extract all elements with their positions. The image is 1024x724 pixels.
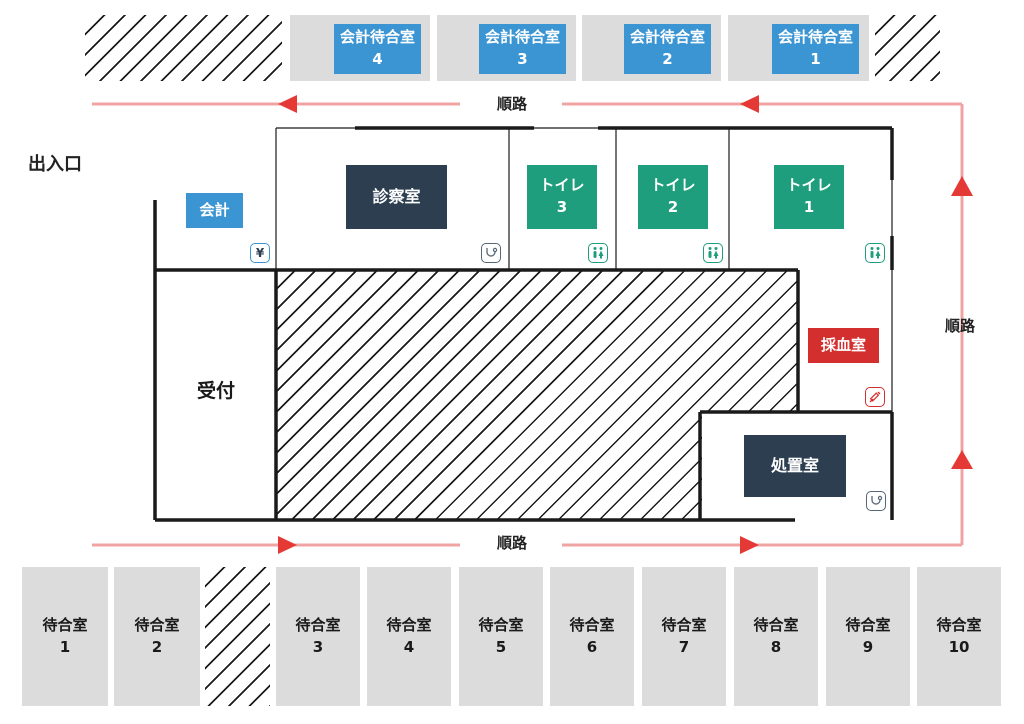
cashier-sign[interactable]: 会計	[186, 193, 243, 228]
waiting-room-10-name: 待合室	[936, 615, 982, 634]
cashier-waiting-room-3[interactable]: 会計待合室 3	[437, 15, 576, 81]
waiting-room-6[interactable]: 待合室 6	[550, 567, 634, 706]
waiting-room-3-number: 3	[312, 637, 324, 656]
toilet-2-name: トイレ	[650, 176, 696, 195]
waiting-room-10[interactable]: 待合室 10	[917, 567, 1001, 706]
waiting-room-8-name: 待合室	[753, 615, 799, 634]
cashier-waiting-room-4-number: 4	[372, 50, 383, 68]
toilet-1-number: 1	[803, 198, 815, 216]
arrow-left-icon	[278, 95, 297, 113]
waiting-room-10-number: 10	[948, 637, 970, 656]
waiting-room-1-name: 待合室	[42, 615, 88, 634]
stethoscope-icon	[481, 243, 501, 263]
yen-icon: ¥	[250, 243, 270, 263]
waiting-room-7[interactable]: 待合室 7	[642, 567, 726, 706]
toilet-1-sign[interactable]: トイレ 1	[774, 165, 844, 229]
waiting-room-9-number: 9	[862, 637, 874, 656]
arrow-left-icon	[740, 95, 759, 113]
waiting-room-2[interactable]: 待合室 2	[114, 567, 200, 706]
restroom-icon	[865, 243, 885, 263]
exam-room-sign[interactable]: 診察室	[346, 165, 447, 229]
waiting-room-5[interactable]: 待合室 5	[459, 567, 543, 706]
toilet-2-number: 2	[667, 198, 679, 216]
walls-thin	[275, 127, 893, 412]
waiting-room-4-name: 待合室	[386, 615, 432, 634]
arrow-up-icon	[951, 450, 973, 469]
route-label-right: 順路	[944, 317, 975, 336]
waiting-room-3-name: 待合室	[295, 615, 341, 634]
arrow-right-icon	[740, 536, 759, 554]
cashier-waiting-room-4-name: 会計待合室	[339, 28, 415, 47]
waiting-room-2-number: 2	[151, 637, 163, 656]
toilet-3-name: トイレ	[539, 176, 585, 195]
hatched-area-bottom	[205, 567, 270, 706]
route-label-bottom: 順路	[496, 534, 527, 553]
cashier-waiting-room-1[interactable]: 会計待合室 1	[728, 15, 869, 81]
waiting-room-1-number: 1	[59, 637, 71, 656]
waiting-room-8[interactable]: 待合室 8	[734, 567, 818, 706]
toilet-2-sign[interactable]: トイレ 2	[638, 165, 708, 229]
waiting-room-3[interactable]: 待合室 3	[276, 567, 360, 706]
toilet-3-number: 3	[556, 198, 568, 216]
syringe-icon	[865, 387, 885, 407]
waiting-room-4-number: 4	[403, 637, 415, 656]
restroom-icon	[703, 243, 723, 263]
waiting-room-9[interactable]: 待合室 9	[826, 567, 910, 706]
cashier-waiting-room-3-name: 会計待合室	[484, 28, 560, 47]
cashier-waiting-room-2-name: 会計待合室	[629, 28, 705, 47]
stethoscope-icon	[866, 491, 886, 511]
cashier-waiting-room-2[interactable]: 会計待合室 2	[582, 15, 721, 81]
cashier-waiting-room-1-number: 1	[810, 50, 821, 68]
waiting-room-8-number: 8	[770, 637, 782, 656]
waiting-room-6-number: 6	[586, 637, 598, 656]
cashier-waiting-room-4[interactable]: 会計待合室 4	[290, 15, 430, 81]
hatched-area-top-left	[85, 15, 282, 81]
arrow-up-icon	[951, 176, 973, 196]
toilet-1-name: トイレ	[786, 176, 832, 195]
blood-draw-room-sign[interactable]: 採血室	[808, 328, 879, 363]
waiting-room-5-name: 待合室	[478, 615, 524, 634]
waiting-room-1[interactable]: 待合室 1	[22, 567, 108, 706]
waiting-room-7-number: 7	[678, 637, 690, 656]
waiting-room-2-name: 待合室	[134, 615, 180, 634]
waiting-room-7-name: 待合室	[661, 615, 707, 634]
cashier-waiting-room-1-name: 会計待合室	[777, 28, 853, 47]
arrow-right-icon	[278, 536, 297, 554]
cashier-waiting-room-3-number: 3	[517, 50, 528, 68]
waiting-room-5-number: 5	[495, 637, 507, 656]
cashier-waiting-room-2-number: 2	[662, 50, 673, 68]
hatched-area-top-right	[875, 15, 940, 81]
waiting-room-6-name: 待合室	[569, 615, 615, 634]
waiting-room-9-name: 待合室	[845, 615, 891, 634]
entrance-label: 出入口	[28, 153, 82, 175]
treatment-room-sign[interactable]: 処置室	[744, 435, 846, 497]
route-arrows	[278, 95, 973, 554]
walls-thick	[153, 126, 894, 522]
waiting-room-4[interactable]: 待合室 4	[367, 567, 451, 706]
toilet-3-sign[interactable]: トイレ 3	[527, 165, 597, 229]
restroom-icon	[588, 243, 608, 263]
route-label-top: 順路	[496, 95, 527, 114]
reception-label[interactable]: 受付	[196, 380, 235, 403]
